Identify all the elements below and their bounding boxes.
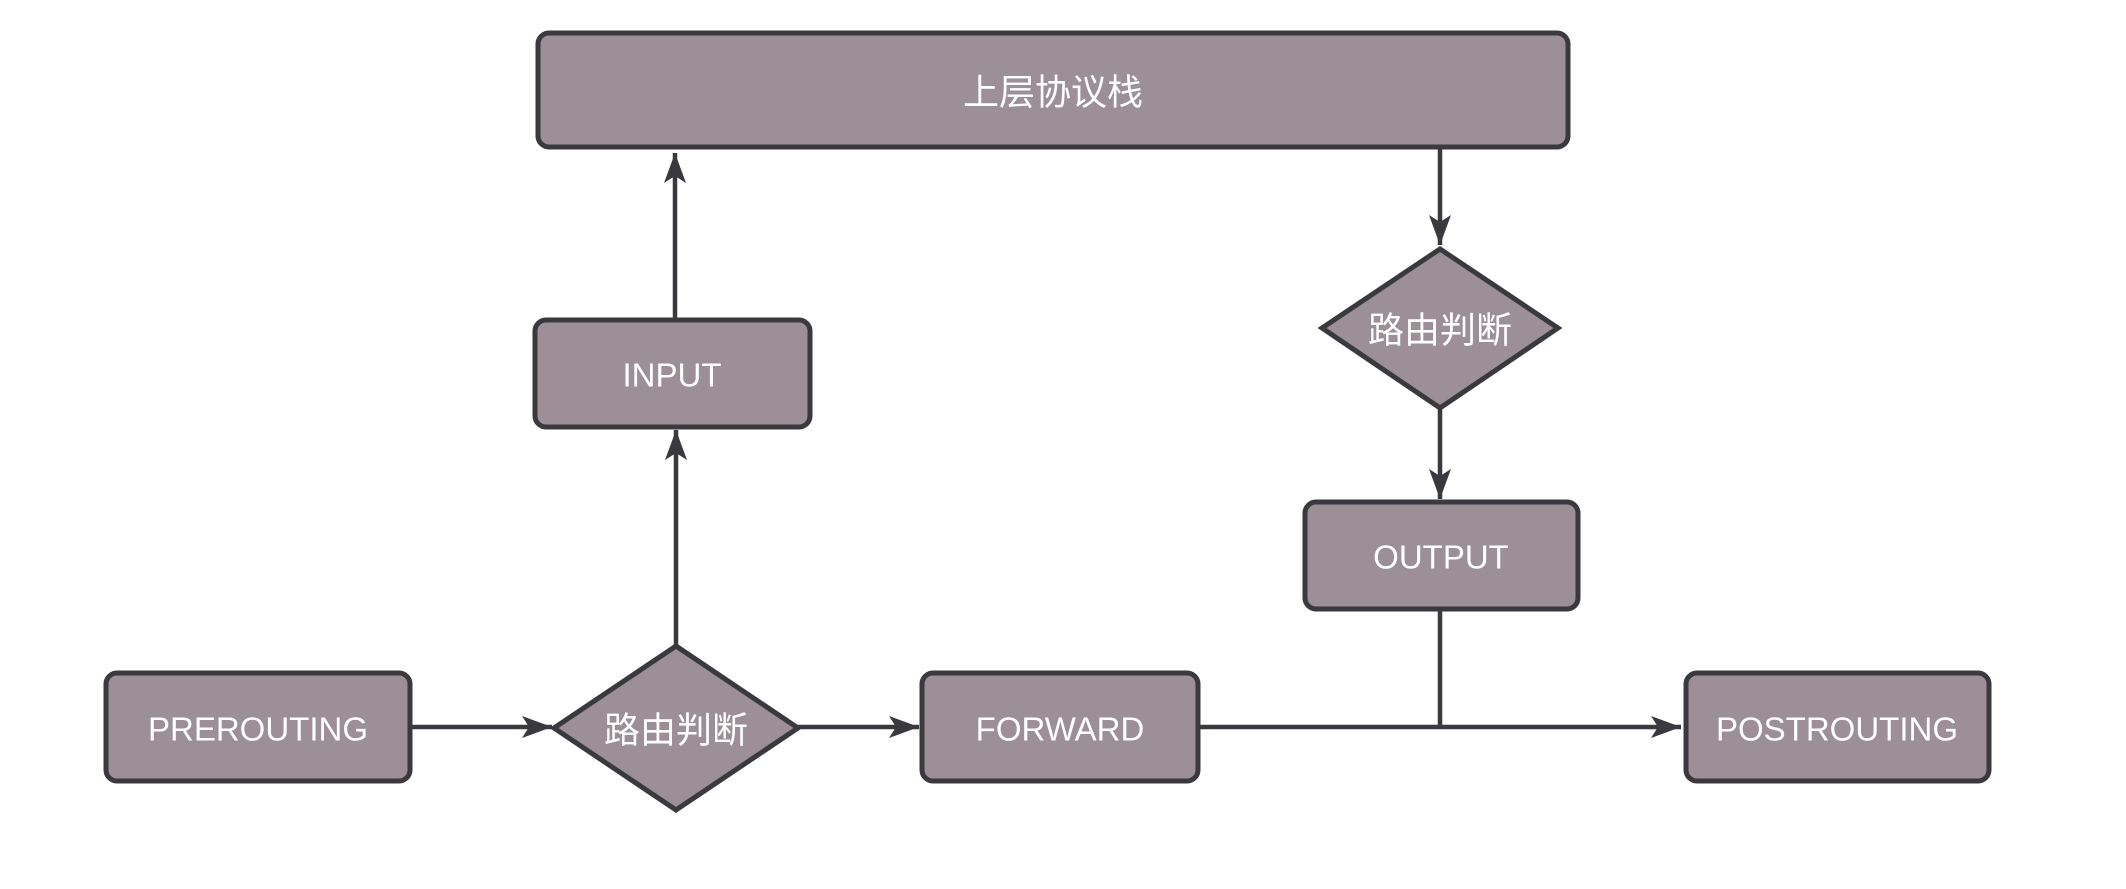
node-upper-stack: [535, 30, 1571, 150]
node-prerouting-label: PREROUTING: [148, 711, 368, 748]
node-input-label: INPUT: [623, 357, 722, 394]
node-routing-decision-bottom: [549, 642, 803, 814]
node-routing-decision-top: [1317, 245, 1563, 412]
node-output-label: OUTPUT: [1373, 539, 1509, 576]
node-output: [1302, 499, 1581, 612]
node-routing-decision-top-label: 路由判断: [1368, 310, 1512, 351]
node-upper-stack-label: 上层协议栈: [963, 72, 1143, 113]
node-postrouting-label: POSTROUTING: [1716, 711, 1958, 748]
node-routing-decision-bottom-label: 路由判断: [604, 710, 748, 751]
node-forward-label: FORWARD: [976, 711, 1145, 748]
node-forward: [919, 670, 1201, 784]
node-postrouting: [1683, 670, 1992, 784]
node-prerouting: [103, 670, 413, 784]
node-input: [532, 317, 813, 430]
